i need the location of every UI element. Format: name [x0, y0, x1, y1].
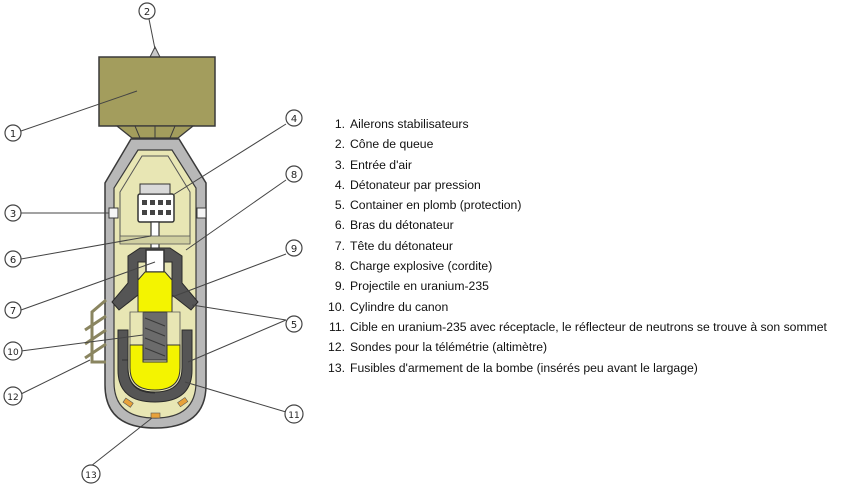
- callout-3: 3: [4, 204, 22, 222]
- svg-text:2: 2: [144, 7, 150, 18]
- legend-item: 4.Détonateur par pression: [334, 177, 481, 192]
- lead-container: [111, 247, 199, 311]
- callout-11: 11: [284, 404, 304, 424]
- legend-item: 5.Container en plomb (protection): [334, 198, 522, 213]
- callout-8: 8: [285, 165, 303, 183]
- svg-text:6: 6: [10, 255, 16, 266]
- callout-4: 4: [285, 109, 303, 127]
- callout-10: 10: [3, 341, 23, 361]
- legend-item: 3.Entrée d'air: [334, 157, 412, 172]
- air-inlet-right: [196, 207, 207, 219]
- legend-item: 8.Charge explosive (cordite): [334, 259, 493, 274]
- bomb-cross-section-diagram: 1 2 3 4 5 6 7 8 9 10 11 12 13: [3, 2, 304, 484]
- callout-7: 7: [4, 301, 22, 319]
- legend-item: 10.Cylindre du canon: [328, 299, 449, 314]
- telemetry-probes: [84, 298, 107, 364]
- legend-item: 2.Cône de queue: [334, 137, 434, 152]
- callout-1: 1: [4, 124, 22, 142]
- callout-12: 12: [3, 386, 23, 406]
- callout-2: 2: [138, 2, 156, 20]
- detonator-head: [145, 249, 165, 273]
- detonator-dots: [142, 200, 171, 215]
- svg-text:9: 9: [291, 244, 297, 255]
- legend-item: 12.Sondes pour la télémétrie (altimètre): [328, 340, 548, 355]
- callout-13: 13: [81, 464, 101, 484]
- legend-item: 1.Ailerons stabilisateurs: [334, 117, 469, 131]
- legend-item: 13.Fusibles d'armement de la bombe (insé…: [328, 360, 698, 375]
- svg-text:7: 7: [10, 306, 16, 317]
- callout-6: 6: [4, 250, 22, 268]
- arming-fuse-left: [122, 397, 134, 408]
- callout-5: 5: [285, 315, 303, 333]
- legend-list: 1.Ailerons stabilisateurs 2.Cône de queu…: [322, 114, 827, 378]
- svg-text:12: 12: [7, 393, 18, 403]
- legend-item: 7.Tête du détonateur: [334, 238, 453, 253]
- pressure-detonator: [137, 193, 175, 223]
- svg-text:13: 13: [85, 471, 96, 481]
- arming-fuse-right: [177, 397, 189, 408]
- callout-9: 9: [285, 239, 303, 257]
- svg-text:10: 10: [7, 348, 19, 358]
- svg-text:5: 5: [291, 320, 297, 331]
- uranium-target: [129, 344, 181, 391]
- svg-text:11: 11: [288, 411, 299, 421]
- svg-text:4: 4: [291, 114, 297, 125]
- air-inlet-left: [108, 207, 119, 219]
- legend-item: 9.Projectile en uranium-235: [334, 279, 489, 294]
- arming-fuse-bottom: [150, 412, 161, 419]
- svg-text:1: 1: [10, 129, 16, 140]
- svg-text:3: 3: [10, 209, 16, 220]
- uranium-projectile: [137, 271, 173, 313]
- legend-item: 11.Cible en uranium-235 avec réceptacle,…: [328, 319, 827, 334]
- tail-fins: [98, 56, 216, 127]
- svg-text:8: 8: [291, 170, 297, 181]
- legend-item: 6.Bras du détonateur: [334, 218, 454, 233]
